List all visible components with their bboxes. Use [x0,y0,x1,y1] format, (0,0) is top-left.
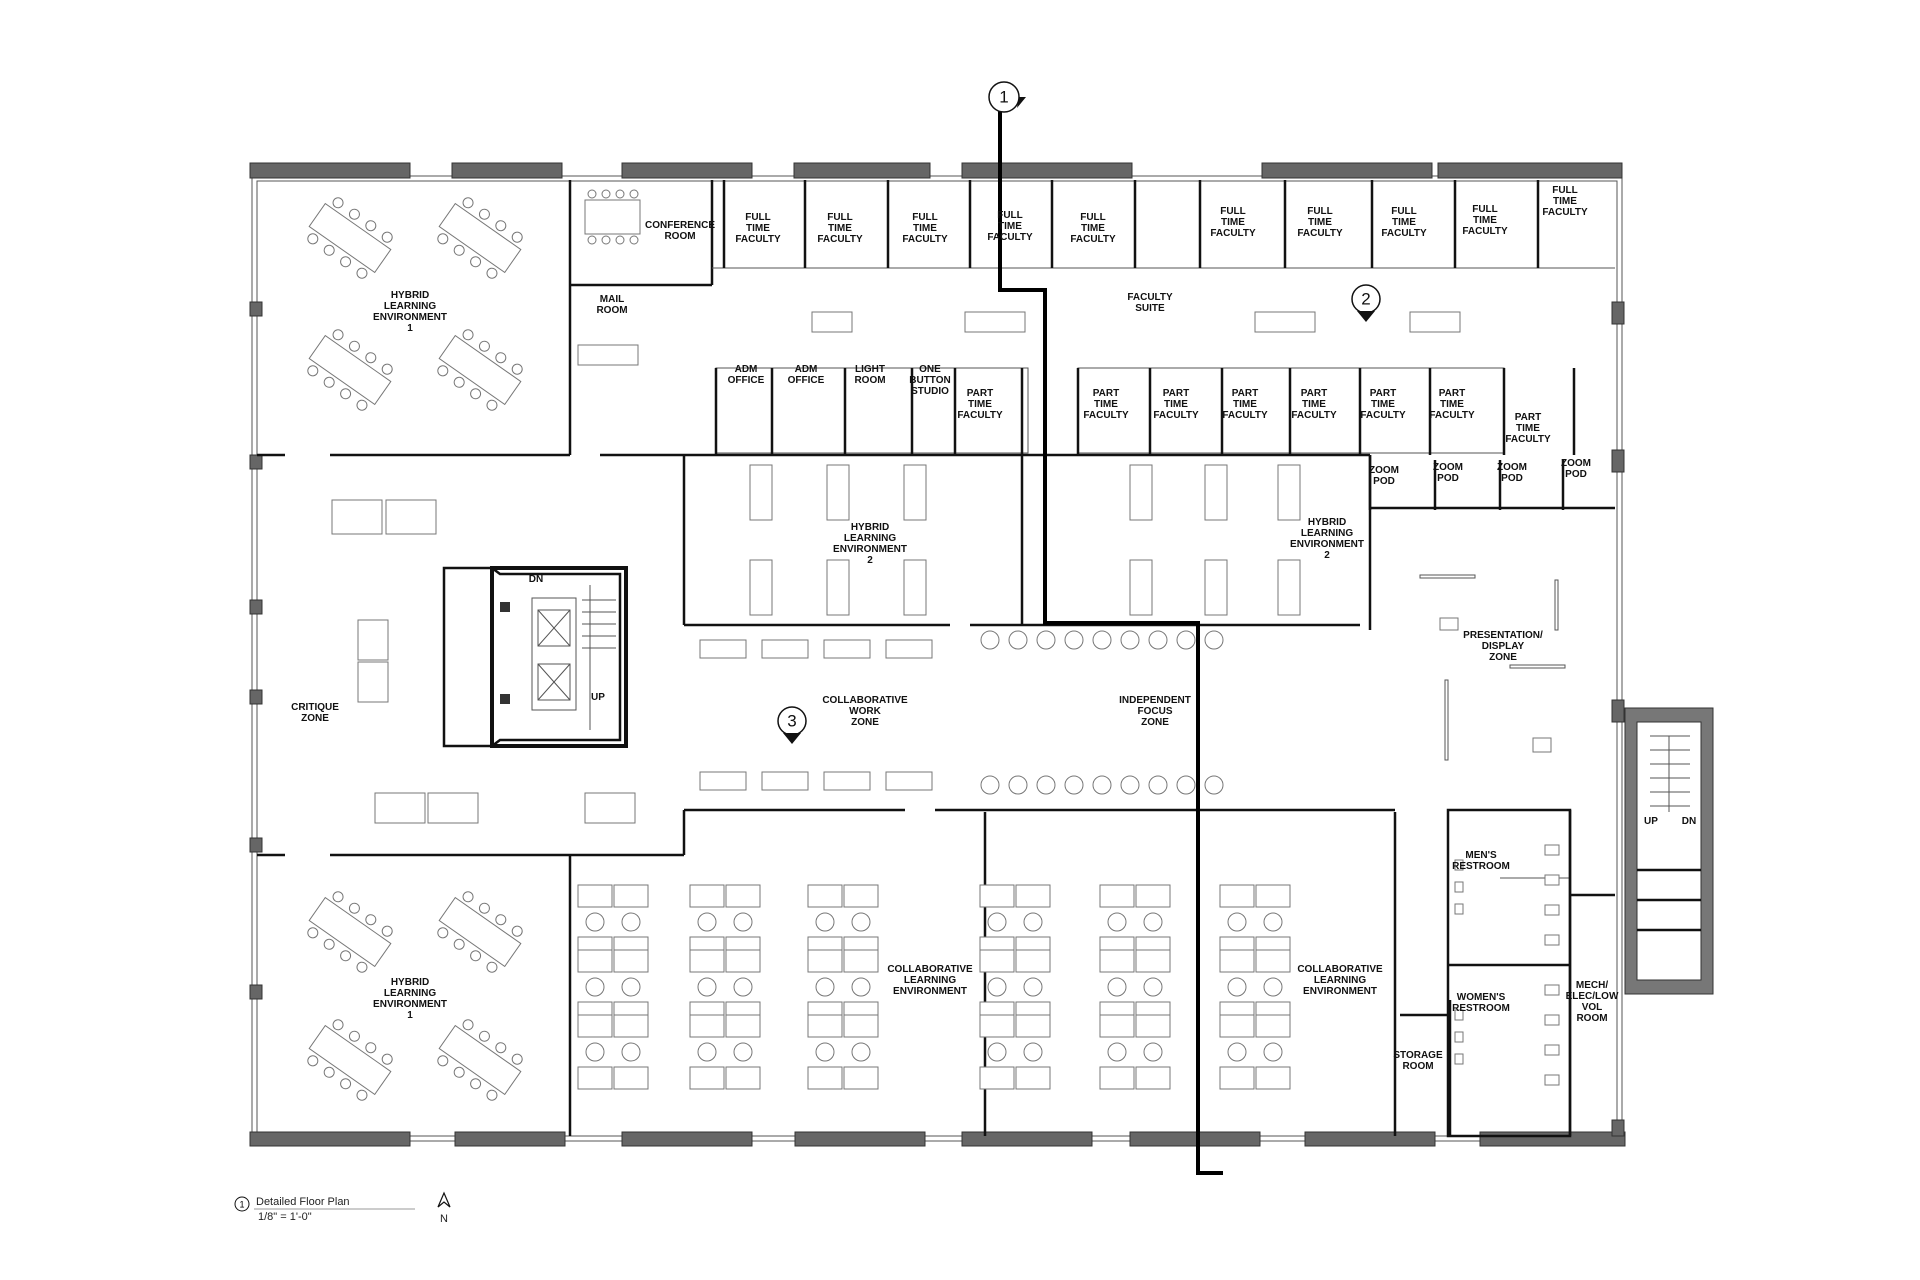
exterior-walls [249,162,1626,1147]
stair-up-label: UP [591,692,605,703]
furniture [307,189,1566,1101]
view-marker-3-number: 3 [787,711,796,730]
stair-dn-label: DN [529,574,543,585]
section-marker-1-number: 1 [999,87,1008,106]
east-stair-dn-label: DN [1682,816,1696,827]
central-core [442,566,628,748]
section-marker-1: 1 [988,81,1026,113]
interior-walls [257,180,1615,1138]
drawing-legend: 1 Detailed Floor Plan 1/8" = 1'-0" N [234,1191,451,1225]
north-label: N [440,1213,448,1225]
view-marker-3: 3 [777,706,807,744]
east-stair-tower [1624,707,1714,995]
legend-scale: 1/8" = 1'-0" [258,1211,312,1223]
legend-number: 1 [239,1199,244,1209]
view-marker-2: 2 [1351,284,1381,322]
east-stair-up-label: UP [1644,816,1658,827]
view-marker-2-number: 2 [1361,289,1370,308]
section-cut-line [998,100,1223,1175]
north-arrow-icon: N [437,1191,451,1225]
legend-title: Detailed Floor Plan [256,1196,350,1208]
